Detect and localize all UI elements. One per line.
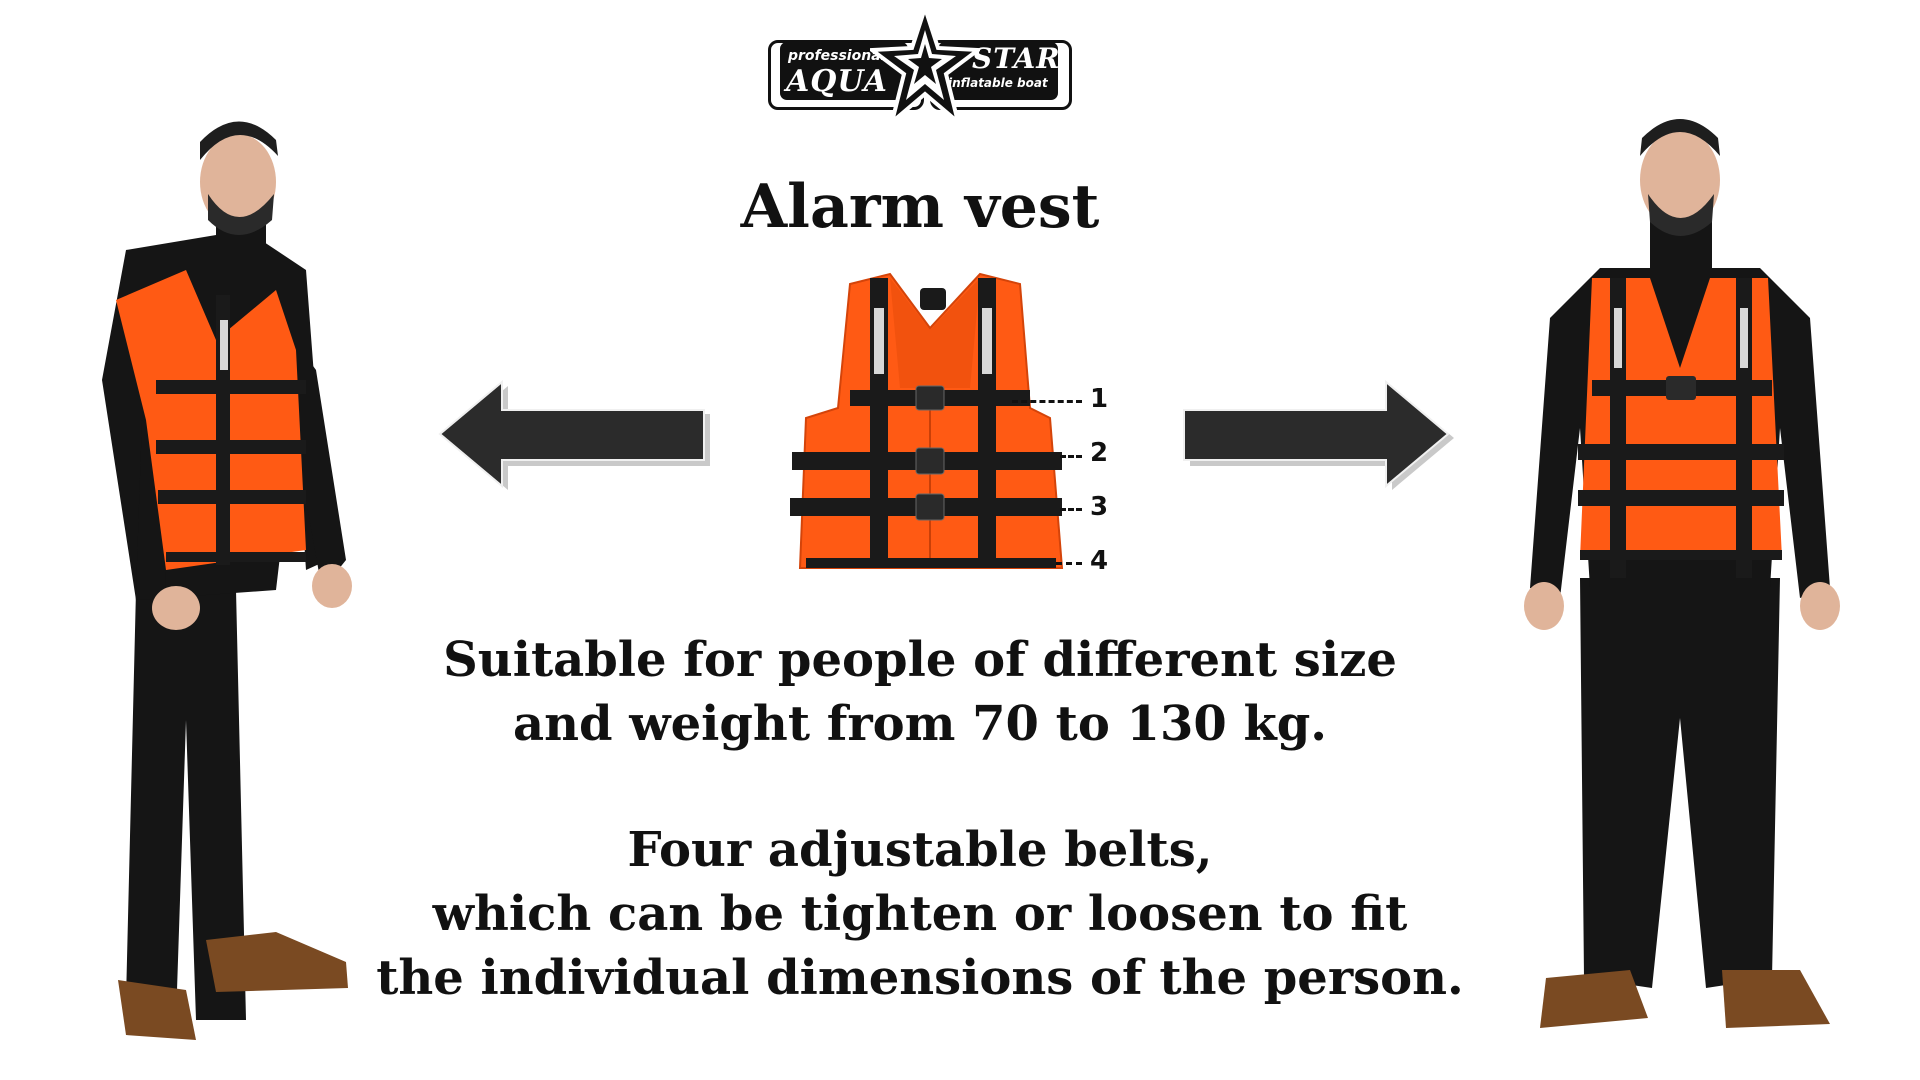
caption-2-line-3: the individual dimensions of the person. (376, 950, 1464, 1006)
logo-word-professional: professional (788, 48, 886, 64)
caption-1-line-1: Suitable for people of different size (443, 632, 1397, 688)
arrow-left-icon (438, 380, 710, 490)
strap-2-leader (1060, 455, 1082, 458)
caption-1-line-2: and weight from 70 to 130 kg. (512, 696, 1327, 752)
strap-label-3: 3 (1090, 492, 1109, 522)
arrow-right-icon (1183, 380, 1454, 490)
logo-tagline: inflatable boat (948, 76, 1048, 90)
caption-adjustable-belts: Four adjustable belts, which can be tigh… (340, 818, 1500, 1010)
brand-logo: professional AQUA STAR inflatable boat (760, 4, 1080, 130)
page-title: Alarm vest (740, 172, 1100, 242)
strap-label-2: 2 (1090, 438, 1109, 468)
strap-label-1: 1 (1090, 384, 1109, 414)
strap-3-leader (1060, 508, 1082, 511)
person-right-image (1524, 119, 1840, 1028)
strap-1-leader (1012, 400, 1082, 403)
caption-2-line-1: Four adjustable belts, (627, 822, 1213, 878)
vest-product-image (790, 272, 1064, 569)
caption-size-weight: Suitable for people of different size an… (340, 628, 1500, 756)
star-logo-icon (870, 4, 980, 128)
logo-word-aqua: AQUA (786, 64, 888, 99)
strap-4-leader (1056, 562, 1082, 565)
caption-2-line-2: which can be tighten or loosen to fit (432, 886, 1408, 942)
logo-word-star: STAR (972, 42, 1061, 75)
person-left-image (102, 121, 352, 1040)
strap-label-4: 4 (1090, 546, 1109, 576)
